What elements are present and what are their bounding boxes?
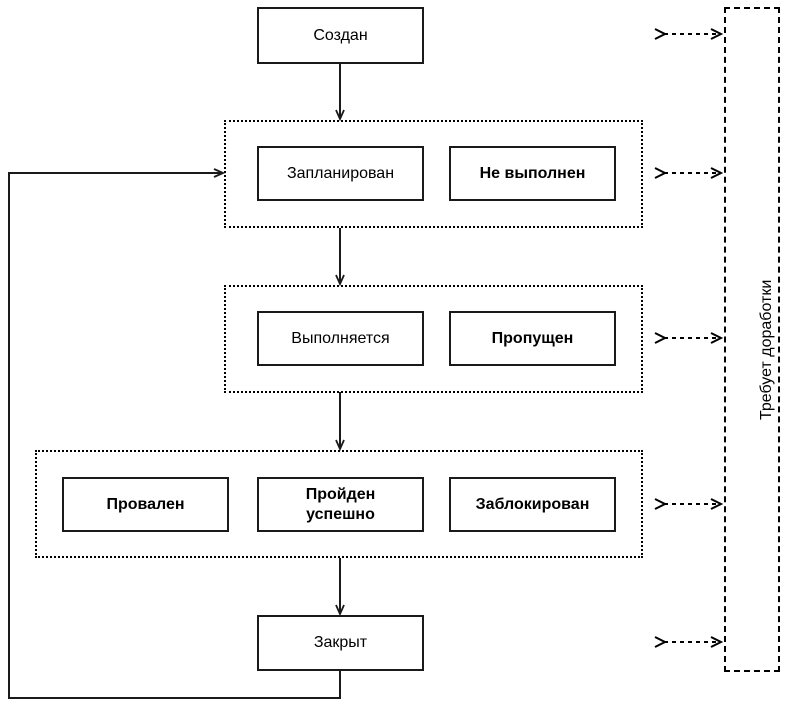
node-created[interactable]: Создан (257, 7, 424, 64)
node-skipped[interactable]: Пропущен (449, 311, 616, 366)
node-passed[interactable]: Пройден успешно (257, 477, 424, 532)
node-failed[interactable]: Провален (62, 477, 229, 532)
node-closed-label: Закрыт (313, 634, 368, 651)
node-passed-label: Пройден успешно (305, 485, 376, 523)
node-not-executed-label: Не выполнен (479, 164, 586, 182)
node-closed[interactable]: Закрыт (257, 615, 424, 671)
node-running-label: Выполняется (291, 329, 390, 347)
node-running[interactable]: Выполняется (257, 311, 424, 366)
node-blocked-label: Заблокирован (475, 495, 590, 513)
group-planned (224, 120, 643, 228)
node-planned[interactable]: Запланирован (257, 146, 424, 201)
node-planned-label: Запланирован (286, 164, 395, 182)
group-running (224, 285, 643, 393)
node-blocked[interactable]: Заблокирован (449, 477, 616, 532)
node-failed-label: Провален (106, 495, 185, 513)
node-created-label: Создан (313, 26, 368, 44)
group-result (35, 450, 643, 558)
node-skipped-label: Пропущен (491, 329, 574, 347)
rework-container (724, 7, 780, 672)
node-not-executed[interactable]: Не выполнен (449, 146, 616, 201)
rework-label: Требует доработки (758, 279, 775, 420)
